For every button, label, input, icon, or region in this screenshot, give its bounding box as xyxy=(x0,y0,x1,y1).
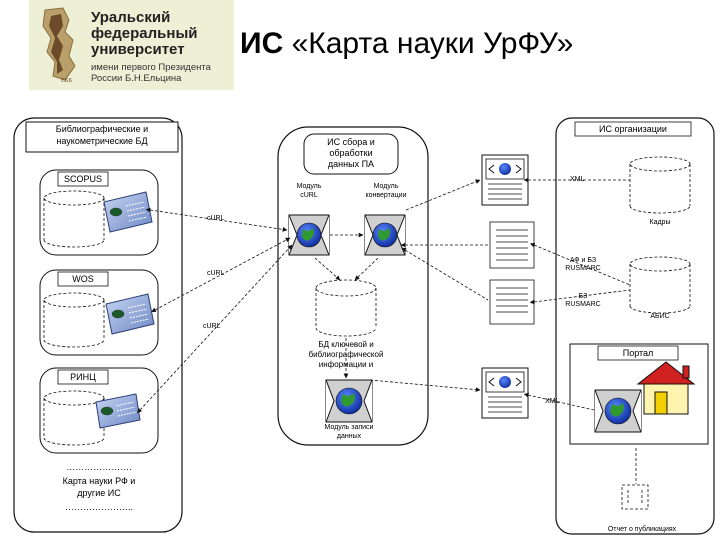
title-bold: ИС xyxy=(240,27,284,60)
module-writer-label-1: Модуль записи xyxy=(324,424,374,431)
center-title-2: обработки xyxy=(329,148,373,158)
center-title-3: данных ПА xyxy=(327,159,375,169)
center-panel-header xyxy=(303,133,399,175)
left-dots-1: …………………. xyxy=(66,462,132,472)
xml-document-icon-bottom xyxy=(481,367,529,419)
logo-sub-1: имени первого Президента xyxy=(91,62,211,73)
center-db-label-1: БД ключевой и xyxy=(318,340,374,349)
scopus-label-box xyxy=(57,171,109,187)
curl-module-icon xyxy=(288,214,330,256)
title-rest: «Карта науки УрФУ» xyxy=(291,27,574,60)
center-title-1: ИС сбора и xyxy=(327,137,375,147)
portal-label: Портал xyxy=(622,348,654,358)
left-panel-title-1: Библиографические и xyxy=(55,124,149,134)
logo-sub-2: России Б.Н.Ельцина xyxy=(91,73,182,84)
scopus-label: SCOPUS xyxy=(63,174,102,184)
curl-label-1: cURL xyxy=(207,215,225,222)
portal-title-box xyxy=(597,345,679,361)
rusmarc-label-2b: RUSMARC xyxy=(565,301,601,308)
curl-label-3: cURL xyxy=(203,323,221,330)
rusmarc-label-1a: АФ и БЗ xyxy=(569,257,597,264)
right-panel-title: ИС организации xyxy=(599,124,667,134)
module-convert-label-2: конвертации xyxy=(365,192,407,199)
svg-text:ЕКБ: ЕКБ xyxy=(61,78,73,84)
abis-db-cylinder xyxy=(629,256,691,314)
left-footer-1: Карта науки РФ и xyxy=(62,476,136,486)
flow-arrows xyxy=(137,177,631,414)
left-panel-header xyxy=(25,121,179,153)
wos-db-cylinder xyxy=(43,292,105,348)
scopus-card-icon xyxy=(103,191,153,233)
left-panel-title-2: наукометрические БД xyxy=(56,136,148,146)
abis-label: АБИС xyxy=(650,313,670,320)
kadry-label: Кадры xyxy=(649,219,671,226)
rinc-label-box xyxy=(57,369,109,385)
kadry-db-cylinder xyxy=(629,156,691,214)
rinc-card-icon xyxy=(95,393,141,429)
report-label: Отчет о публикациях xyxy=(607,526,677,533)
center-db-cylinder xyxy=(315,279,377,337)
left-footer-2: другие ИС xyxy=(77,488,121,498)
logo-line-2: федеральный xyxy=(91,25,198,42)
xml-document-icon-top xyxy=(481,154,529,206)
wos-label: WOS xyxy=(72,274,94,284)
logo-line-3: университет xyxy=(91,41,185,58)
scopus-db-cylinder xyxy=(43,190,105,248)
logo-line-1: Уральский xyxy=(91,9,171,26)
xml-label-bottom: XML xyxy=(545,398,560,405)
house-icon xyxy=(636,361,696,415)
university-logo: ЕКБ Уральский федеральный университет им… xyxy=(29,0,234,90)
rusmarc-document-icon-1 xyxy=(489,221,535,269)
rusmarc-label-1b: RUSMARC xyxy=(565,265,601,272)
wos-label-box xyxy=(57,271,109,287)
curl-label-2: cURL xyxy=(207,270,225,277)
slide-title: ИС «Карта науки УрФУ» xyxy=(240,22,710,66)
left-dots-2: ………………….. xyxy=(64,502,133,512)
module-convert-label-1: Модуль xyxy=(373,183,399,190)
portal-module-icon xyxy=(594,389,642,433)
rinc-label: РИНЦ xyxy=(70,372,96,382)
center-db-label-3: информации и xyxy=(318,360,374,369)
module-curl-label-2: cURL xyxy=(300,192,318,199)
rusmarc-label-2a: БЗ xyxy=(578,293,588,300)
module-writer-label-2: данных xyxy=(336,433,362,440)
right-panel-header xyxy=(574,121,692,137)
converter-module-icon xyxy=(364,214,406,256)
module-curl-label-1: Модуль xyxy=(296,183,322,190)
center-db-label-2: библиографической xyxy=(308,350,384,359)
writer-module-icon xyxy=(325,379,373,423)
rusmarc-document-icon-2 xyxy=(489,279,535,325)
xml-label-top: XML xyxy=(570,176,585,183)
university-emblem-icon: ЕКБ xyxy=(42,7,76,84)
report-icon xyxy=(621,484,649,510)
